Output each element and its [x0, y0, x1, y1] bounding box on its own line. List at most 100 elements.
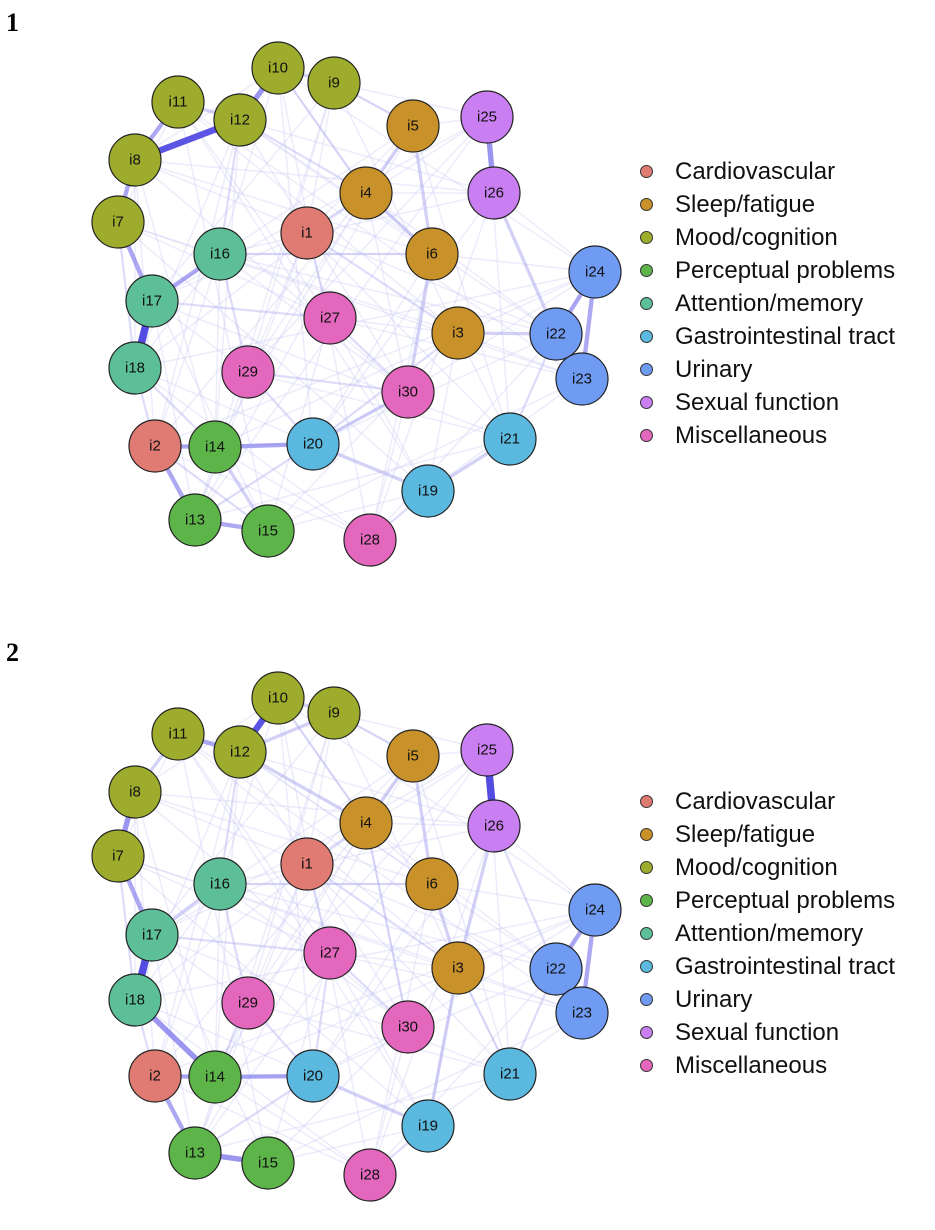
faint-edge	[134, 909, 596, 1001]
node-label: i26	[484, 818, 504, 835]
node-circle	[251, 41, 305, 95]
faint-edge	[365, 192, 409, 393]
faint-edge	[239, 751, 495, 827]
faint-edge	[214, 909, 596, 1078]
node-label: i25	[477, 742, 497, 759]
legend-swatch	[640, 1059, 653, 1072]
faint-edge	[194, 1073, 511, 1154]
node-label: i8	[129, 784, 141, 801]
node-i7: i7	[91, 829, 145, 883]
node-circle	[483, 412, 537, 466]
node-circle	[151, 75, 205, 129]
faint-edge	[154, 253, 221, 447]
node-label: i18	[125, 360, 145, 377]
faint-edge	[214, 192, 367, 448]
node-i28: i28	[343, 1148, 397, 1202]
faint-edge	[329, 317, 429, 492]
faint-edge	[154, 445, 371, 541]
legend-label: Sleep/fatigue	[675, 820, 816, 848]
node-i21: i21	[483, 1047, 537, 1101]
faint-edge	[214, 446, 371, 541]
legend-label: Sexual function	[675, 1018, 840, 1046]
faint-edge	[365, 822, 557, 970]
node-circle	[125, 908, 179, 962]
node-label: i8	[129, 152, 141, 169]
faint-edge	[219, 253, 557, 335]
node-label: i9	[328, 75, 340, 92]
node-circle	[483, 1047, 537, 1101]
edge-i29-i30	[246, 370, 410, 394]
faint-edge	[177, 733, 331, 954]
node-label: i28	[360, 1167, 380, 1184]
faint-edge	[219, 192, 495, 255]
legend-swatch	[640, 330, 653, 343]
edge-i19-i3	[426, 966, 460, 1128]
node-i19: i19	[401, 1099, 455, 1153]
node-label: i3	[452, 960, 464, 977]
node-i10: i10	[251, 671, 305, 725]
edge-i1-i3	[305, 862, 460, 970]
faint-edge	[247, 371, 511, 440]
faint-edge	[412, 125, 511, 440]
legend-item-gastrointestinal-tract: Gastrointestinal tract	[640, 950, 895, 983]
node-label: i7	[112, 848, 124, 865]
faint-edge	[134, 159, 433, 255]
node-circle	[467, 799, 521, 853]
faint-edge	[306, 749, 488, 865]
node-circle	[213, 725, 267, 779]
node-circle	[568, 245, 622, 299]
network-graph: i1i2i3i4i5i6i7i8i9i10i11i12i13i14i15i16i…	[91, 41, 622, 567]
faint-edge	[306, 232, 511, 440]
faint-edge	[151, 300, 511, 440]
legend-item-attention-memory: Attention/memory	[640, 287, 895, 320]
node-i14: i14	[188, 1050, 242, 1104]
legend-item-gastrointestinal-tract: Gastrointestinal tract	[640, 320, 895, 353]
node-i6: i6	[405, 857, 459, 911]
faint-edge	[239, 119, 495, 194]
legend-label: Gastrointestinal tract	[675, 322, 896, 350]
node-circle	[108, 765, 162, 819]
node-i5: i5	[386, 729, 440, 783]
node-circle	[339, 796, 393, 850]
faint-edge	[177, 101, 429, 492]
faint-edge	[407, 909, 596, 1028]
faint-edge	[134, 67, 279, 161]
faint-edge	[134, 159, 557, 335]
faint-edge	[154, 883, 221, 1077]
node-i4: i4	[339, 796, 393, 850]
faint-edge	[134, 999, 314, 1077]
legend-swatch	[640, 795, 653, 808]
faint-edge	[247, 116, 488, 373]
node-circle	[339, 166, 393, 220]
node-circle	[405, 857, 459, 911]
faint-edge	[329, 952, 429, 1127]
faint-edge	[151, 82, 335, 302]
faint-edge	[239, 751, 409, 1028]
node-label: i3	[452, 325, 464, 342]
node-i20: i20	[286, 417, 340, 471]
faint-edge	[247, 1002, 511, 1075]
legend-label: Miscellaneous	[675, 421, 828, 449]
node-i14: i14	[188, 420, 242, 474]
node-label: i17	[142, 927, 162, 944]
legend-swatch	[640, 1026, 653, 1039]
faint-edge	[412, 755, 511, 1075]
faint-edge	[151, 712, 335, 936]
legend-item-sexual-function: Sexual function	[640, 1016, 895, 1049]
faint-edge	[369, 968, 557, 1176]
legend-swatch	[640, 198, 653, 211]
faint-edge	[219, 825, 495, 885]
node-label: i19	[418, 1118, 438, 1135]
node-label: i13	[185, 1145, 205, 1162]
faint-edge	[431, 883, 596, 911]
node-circle	[529, 307, 583, 361]
node-label: i11	[169, 94, 188, 111]
node-i10: i10	[251, 41, 305, 95]
node-i4: i4	[339, 166, 393, 220]
faint-edge	[154, 751, 241, 1077]
node-label: i10	[268, 690, 288, 707]
node-label: i17	[142, 293, 162, 310]
legend-label: Urinary	[675, 985, 753, 1013]
node-label: i5	[407, 118, 419, 135]
node-i25: i25	[460, 723, 514, 777]
